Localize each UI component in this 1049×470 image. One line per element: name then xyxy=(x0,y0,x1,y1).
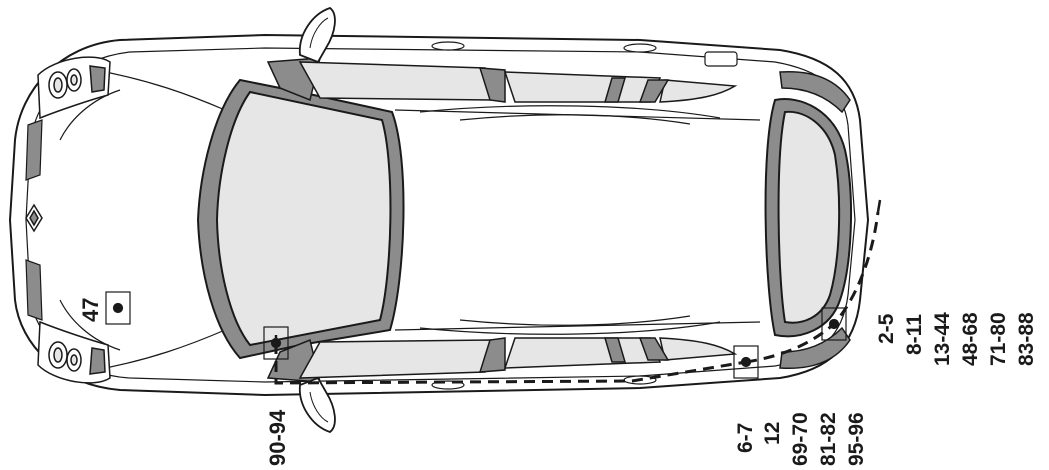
label-right-48-68: 48-68 xyxy=(959,312,982,366)
connector-box-47 xyxy=(105,291,131,325)
label-column-tailgate: 2-5 8-11 13-44 48-68 71-80 83-88 xyxy=(875,312,1038,366)
label-right-8-11: 8-11 xyxy=(903,314,926,355)
mirror-bottom xyxy=(299,376,336,434)
rear-window xyxy=(764,98,852,338)
taillight-top xyxy=(779,70,851,114)
label-right-2-5: 2-5 xyxy=(875,313,898,344)
mirror-top xyxy=(299,6,336,64)
label-rear-95-96: 95-96 xyxy=(845,412,868,466)
label-rear-69-70: 69-70 xyxy=(789,412,812,466)
label-rear-81-82: 81-82 xyxy=(817,412,840,466)
label-box-47: 47 xyxy=(78,298,103,322)
wire-main-run xyxy=(274,343,747,385)
wire-ends xyxy=(274,199,882,343)
label-column-rear-door: 6-7 12 69-70 81-82 95-96 xyxy=(734,412,868,466)
wire-rear xyxy=(745,211,880,364)
front-vents xyxy=(25,119,43,321)
headlight-left xyxy=(37,56,111,120)
label-rear-6-7: 6-7 xyxy=(734,423,757,453)
roof xyxy=(394,105,761,335)
side-windows-bottom xyxy=(266,337,738,383)
label-right-13-44: 13-44 xyxy=(931,312,954,366)
label-rear-12: 12 xyxy=(761,422,784,445)
headlight-right xyxy=(37,320,111,384)
label-front-door: 90-94 xyxy=(265,409,290,466)
wiring-harness xyxy=(274,211,880,385)
side-windows-top xyxy=(266,57,738,103)
fuel-cap xyxy=(704,51,738,67)
hood-lines xyxy=(59,69,226,371)
windshield xyxy=(196,78,405,360)
label-right-71-80: 71-80 xyxy=(987,312,1010,366)
label-right-83-88: 83-88 xyxy=(1015,312,1038,366)
brand-logo-icon xyxy=(25,203,43,233)
